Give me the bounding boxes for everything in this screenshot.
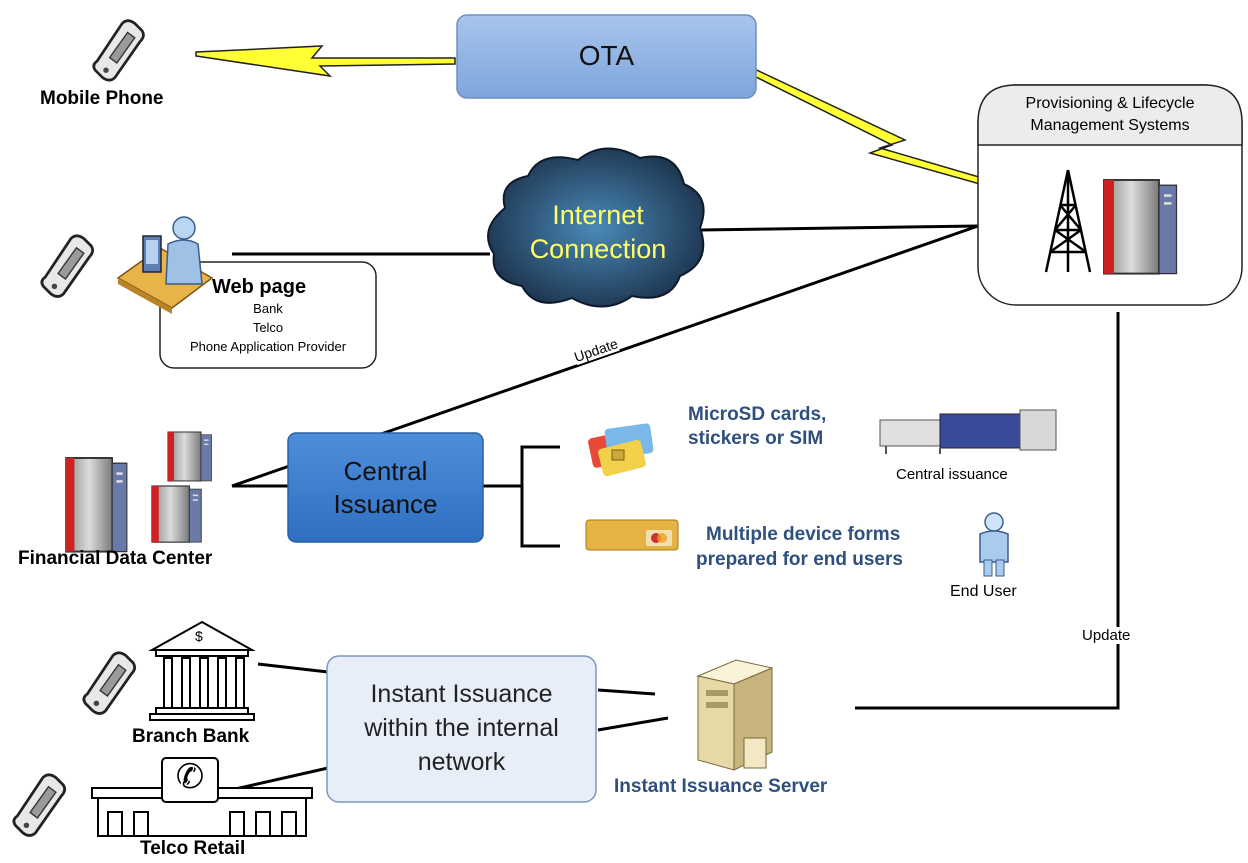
- telco-retail-label: Telco Retail: [140, 838, 246, 859]
- branch-bank-building-icon: [148, 620, 256, 721]
- internet-cloud-icon: [487, 147, 705, 308]
- central-issuance-caption: Central issuance: [896, 466, 1008, 483]
- mobile-phone-label: Mobile Phone: [40, 88, 164, 109]
- web-page-line-telco: Telco: [252, 320, 284, 335]
- payment-cards-icon: [585, 519, 679, 551]
- ota-lightning-left: [195, 45, 456, 78]
- branch-bank-label: Branch Bank: [132, 726, 250, 747]
- central-issuance-box: [287, 432, 484, 543]
- telco-phone-symbol: ✆: [175, 757, 205, 797]
- ota-box: [456, 14, 757, 99]
- instant-issuance-server-label: Instant Issuance Server: [614, 776, 828, 797]
- data-center-server-small-icon: [167, 431, 213, 482]
- multiple-forms-line2: prepared for end users: [696, 549, 903, 570]
- bank-dollar-symbol: $: [195, 628, 203, 644]
- mobile-phone-top-icon: [92, 19, 145, 82]
- ota-label: OTA: [578, 40, 635, 71]
- internet-label-line2: Connection: [529, 234, 667, 264]
- provisioning-title-line1: Provisioning & Lifecycle: [1025, 95, 1195, 112]
- instant-issuance-box: [326, 655, 597, 803]
- provisioning-title-line2: Management Systems: [1030, 117, 1190, 134]
- microsd-line1: MicroSD cards,: [688, 404, 827, 425]
- mobile-phone-web-icon: [40, 234, 95, 298]
- multiple-forms-line1: Multiple device forms: [706, 524, 901, 545]
- instant-issuance-line3: network: [417, 748, 506, 776]
- mobile-phone-telco-icon: [12, 773, 67, 837]
- sim-cards-icon: [588, 423, 654, 477]
- antenna-tower-icon: [1044, 169, 1092, 273]
- instant-issuance-server-icon: [696, 659, 774, 771]
- mobile-phone-branch-icon: [82, 651, 137, 715]
- central-issuance-line2: Issuance: [333, 489, 438, 519]
- update-vertical-label: Update: [1080, 627, 1133, 645]
- internet-label-line1: Internet: [552, 200, 644, 230]
- telco-retail-building-icon: [91, 757, 313, 837]
- end-user-icon: [979, 512, 1009, 577]
- instant-issuance-line2: within the internal: [364, 714, 559, 742]
- data-center-server-mid-icon: [151, 485, 203, 544]
- end-user-label: End User: [950, 583, 1017, 600]
- provisioning-server-icon: [1102, 178, 1178, 275]
- data-center-server-large-icon: [64, 456, 129, 553]
- web-page-title: Web page: [212, 276, 307, 298]
- web-user-at-desk-icon: [116, 216, 214, 314]
- central-issuance-machine-icon: [879, 409, 1057, 454]
- instant-issuance-line1: Instant Issuance: [370, 680, 553, 708]
- financial-data-center-label: Financial Data Center: [18, 548, 213, 569]
- web-page-box: [159, 261, 377, 369]
- microsd-line2: stickers or SIM: [688, 428, 824, 449]
- central-issuance-line1: Central: [343, 456, 428, 486]
- web-page-line-provider: Phone Application Provider: [189, 339, 347, 354]
- web-page-line-bank: Bank: [253, 301, 283, 316]
